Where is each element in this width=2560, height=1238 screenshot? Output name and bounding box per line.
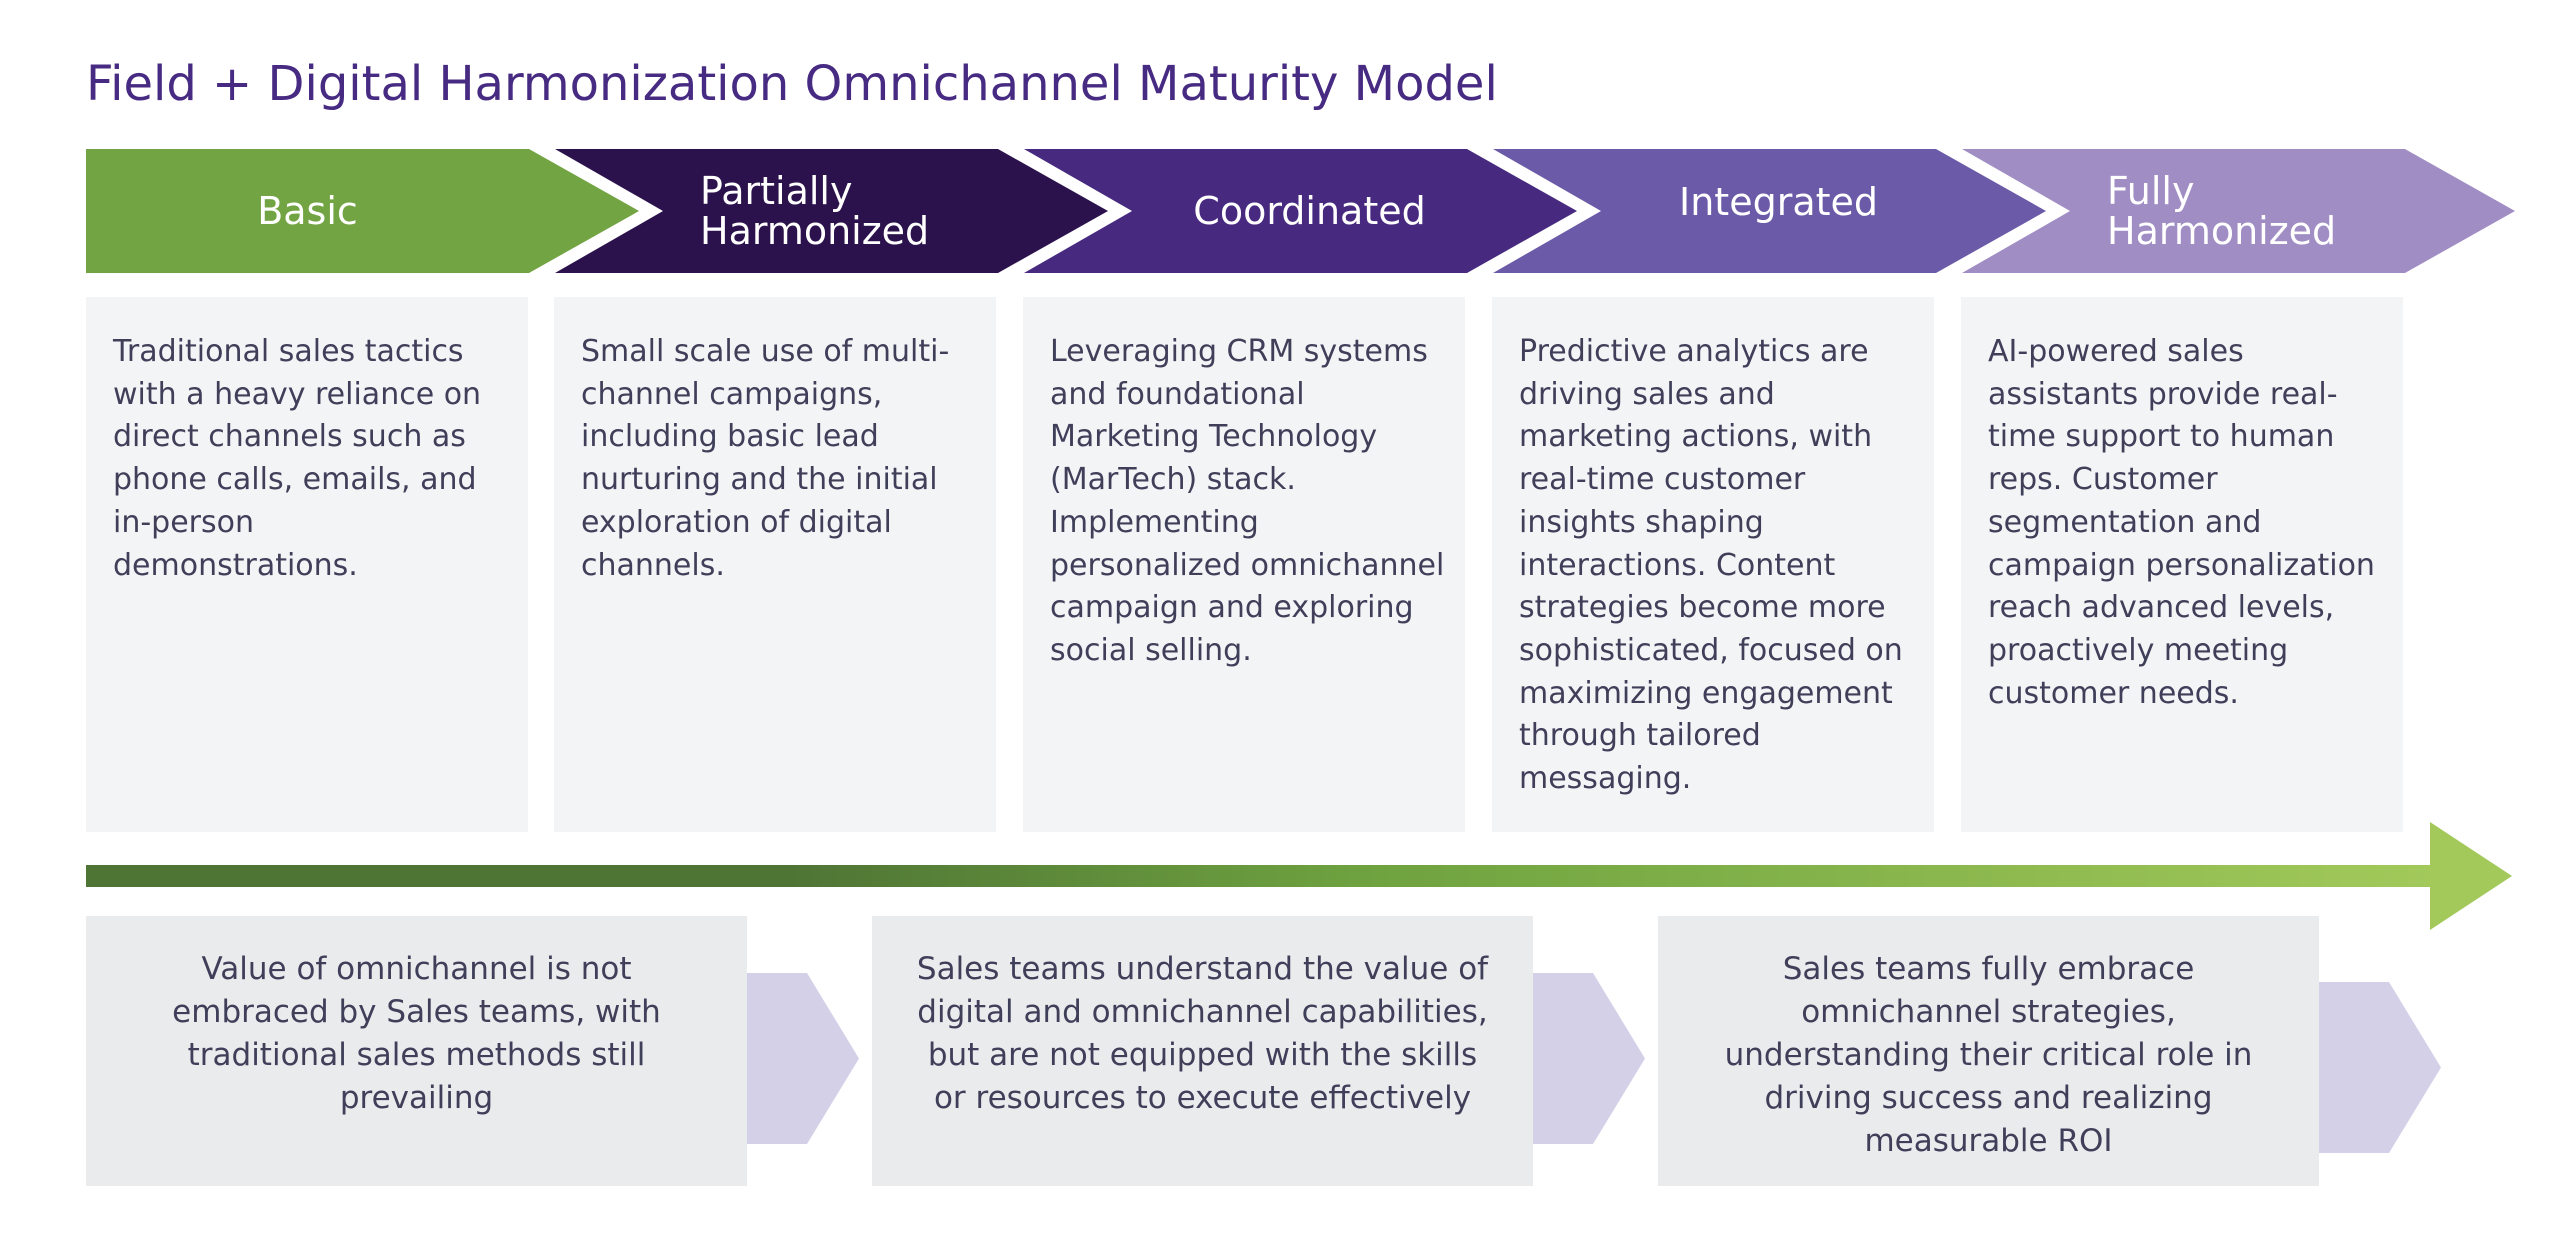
stage-description: Traditional sales tactics with a heavy r… [113, 334, 482, 583]
outcome-text: Sales teams understand the value of digi… [916, 951, 1489, 1116]
stage-label: Basic [257, 189, 358, 233]
outcome-text: Value of omnichannel is not embraced by … [172, 951, 661, 1116]
stage-chevron-2 [1024, 149, 1577, 273]
stage-chevron-3 [1493, 149, 2046, 273]
stage-chevron-1 [555, 149, 1108, 273]
outcome-box: Value of omnichannel is not embraced by … [86, 916, 747, 1186]
stage-label: Integrated [1679, 180, 1878, 224]
stage-label: Partially Harmonized [700, 169, 930, 253]
stage-card: Small scale use of multi-channel campaig… [554, 297, 996, 832]
stage-chevron-4 [1962, 149, 2515, 273]
stage-card: Leveraging CRM systems and foundational … [1023, 297, 1465, 832]
stage-description: Leveraging CRM systems and foundational … [1050, 334, 1445, 668]
chevron-right-icon [1533, 973, 1645, 1144]
chevron-right-icon [2319, 982, 2441, 1153]
stage-chevron-0 [86, 149, 639, 273]
stage-description: AI-powered sales assistants provide real… [1988, 334, 2375, 711]
outcome-box: Sales teams understand the value of digi… [872, 916, 1533, 1186]
outcome-box: Sales teams fully embrace omnichannel st… [1658, 916, 2319, 1186]
outcome-text: Sales teams fully embrace omnichannel st… [1724, 951, 2253, 1159]
progress-arrow-shaft [86, 865, 2436, 887]
stage-card: Traditional sales tactics with a heavy r… [86, 297, 528, 832]
chevron-right-icon [747, 973, 859, 1144]
stage-card: AI-powered sales assistants provide real… [1961, 297, 2403, 832]
arrow-head-icon [2430, 822, 2512, 930]
page-title: Field + Digital Harmonization Omnichanne… [86, 56, 1498, 112]
stage-label: Fully Harmonized [2107, 169, 2337, 253]
stage-description: Predictive analytics are driving sales a… [1519, 334, 1903, 797]
stage-card: Predictive analytics are driving sales a… [1492, 297, 1934, 832]
stage-label: Coordinated [1193, 189, 1426, 233]
stage-description: Small scale use of multi-channel campaig… [581, 334, 950, 583]
